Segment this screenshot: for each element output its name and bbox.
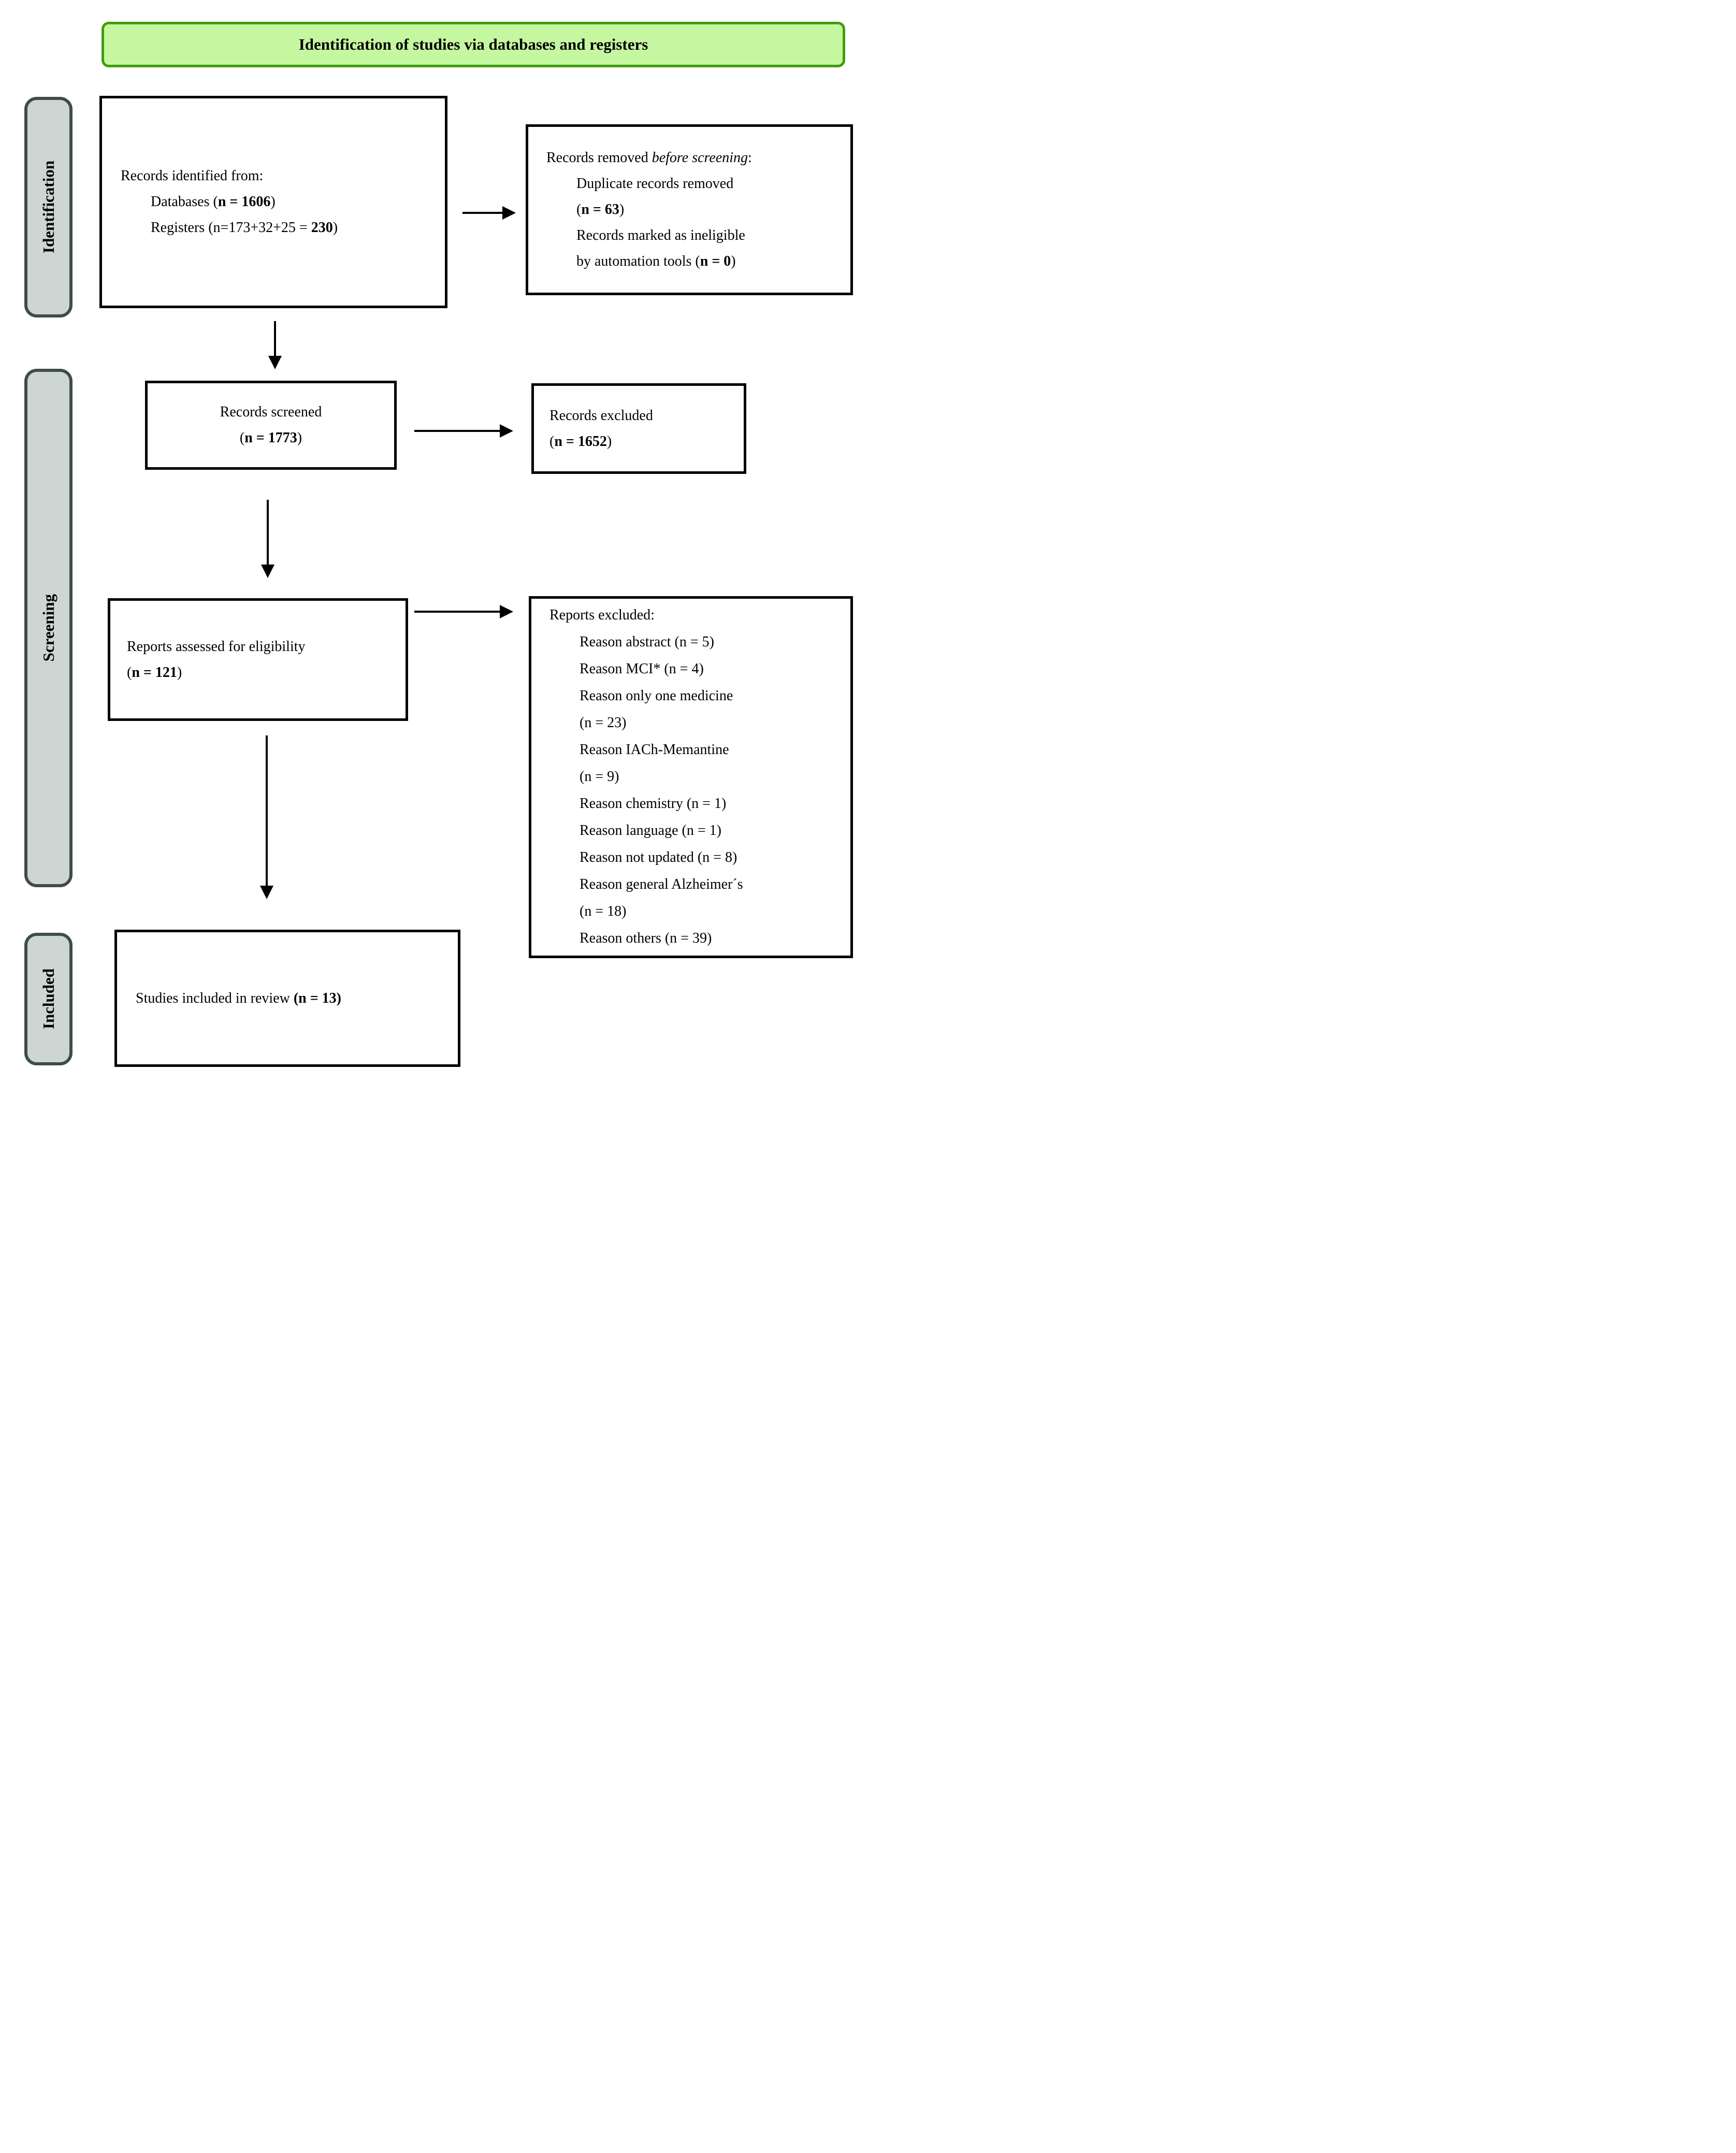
arrow-screened-to-assessed-head bbox=[261, 565, 274, 578]
flow-line: Records removed before screening: bbox=[546, 150, 752, 166]
flow-line: Reports excluded: bbox=[549, 607, 655, 623]
stage-tab-screening-label: Screening bbox=[39, 594, 57, 662]
arrow-screened-to-excluded-head bbox=[500, 424, 513, 438]
flow-line: (n = 63) bbox=[576, 201, 625, 218]
flow-line: Records excluded bbox=[549, 407, 653, 424]
flow-line: Studies included in review (n = 13) bbox=[136, 990, 342, 1006]
stage-tab-included: Included bbox=[24, 933, 73, 1065]
title-banner: Identification of studies via databases … bbox=[102, 22, 845, 67]
flow-line: Reason language (n = 1) bbox=[580, 822, 721, 839]
flow-line: Registers (n=173+32+25 = 230) bbox=[151, 220, 338, 236]
flow-line: by automation tools (n = 0) bbox=[576, 253, 736, 269]
flow-line: (n = 1652) bbox=[549, 433, 612, 450]
flow-line: Records identified from: bbox=[121, 168, 264, 184]
flow-line: Reason general Alzheimer´s bbox=[580, 876, 743, 892]
flow-line: (n = 23) bbox=[580, 715, 627, 731]
flow-line: Reason abstract (n = 5) bbox=[580, 634, 714, 650]
flow-line: Records marked as ineligible bbox=[576, 227, 745, 243]
box-records-identified: Records identified from: Databases (n = … bbox=[99, 96, 447, 308]
flow-line: Records screened bbox=[220, 404, 322, 420]
flow-line: Databases (n = 1606) bbox=[151, 194, 276, 210]
flow-line: Reason MCI* (n = 4) bbox=[580, 661, 704, 677]
flow-line: (n = 18) bbox=[580, 903, 627, 919]
box-records-excluded: Records excluded (n = 1652) bbox=[531, 383, 746, 474]
box-records-removed: Records removed before screening: Duplic… bbox=[526, 124, 853, 295]
stage-tab-identification-label: Identification bbox=[39, 161, 57, 254]
flow-line: Reason chemistry (n = 1) bbox=[580, 796, 727, 812]
stage-tab-screening: Screening bbox=[24, 369, 73, 887]
flow-line: (n = 1773) bbox=[239, 430, 302, 446]
box-reports-excluded: Reports excluded: Reason abstract (n = 5… bbox=[529, 596, 853, 958]
arrow-assessed-to-excluded-line bbox=[414, 611, 500, 613]
arrow-screened-to-assessed-line bbox=[267, 500, 269, 565]
arrow-assessed-to-excluded-head bbox=[500, 605, 513, 618]
flow-line: Reason IACh-Memantine bbox=[580, 742, 729, 758]
flow-line: (n = 9) bbox=[580, 769, 619, 785]
arrow-assessed-to-included-head bbox=[260, 886, 273, 899]
arrow-identified-to-screened-line bbox=[274, 321, 276, 356]
arrow-identified-to-removed-line bbox=[462, 212, 502, 214]
flow-line: Duplicate records removed bbox=[576, 176, 734, 192]
flow-line: Reason not updated (n = 8) bbox=[580, 849, 737, 865]
flow-line: (n = 121) bbox=[127, 664, 182, 681]
arrow-assessed-to-included-line bbox=[266, 735, 268, 886]
box-reports-assessed: Reports assessed for eligibility (n = 12… bbox=[108, 598, 408, 721]
prisma-flow-diagram: Identification of studies via databases … bbox=[0, 0, 868, 1077]
box-records-screened: Records screened (n = 1773) bbox=[145, 381, 397, 470]
flow-line: Reason others (n = 39) bbox=[580, 930, 712, 946]
arrow-screened-to-excluded-line bbox=[414, 430, 500, 432]
arrow-identified-to-screened-head bbox=[268, 356, 282, 369]
flow-line: Reports assessed for eligibility bbox=[127, 638, 306, 655]
title-text: Identification of studies via databases … bbox=[298, 35, 648, 53]
arrow-identified-to-removed-head bbox=[502, 206, 516, 220]
box-studies-included: Studies included in review (n = 13) bbox=[114, 930, 460, 1067]
stage-tab-identification: Identification bbox=[24, 97, 73, 317]
stage-tab-included-label: Included bbox=[39, 969, 57, 1030]
flow-line: Reason only one medicine bbox=[580, 688, 733, 704]
